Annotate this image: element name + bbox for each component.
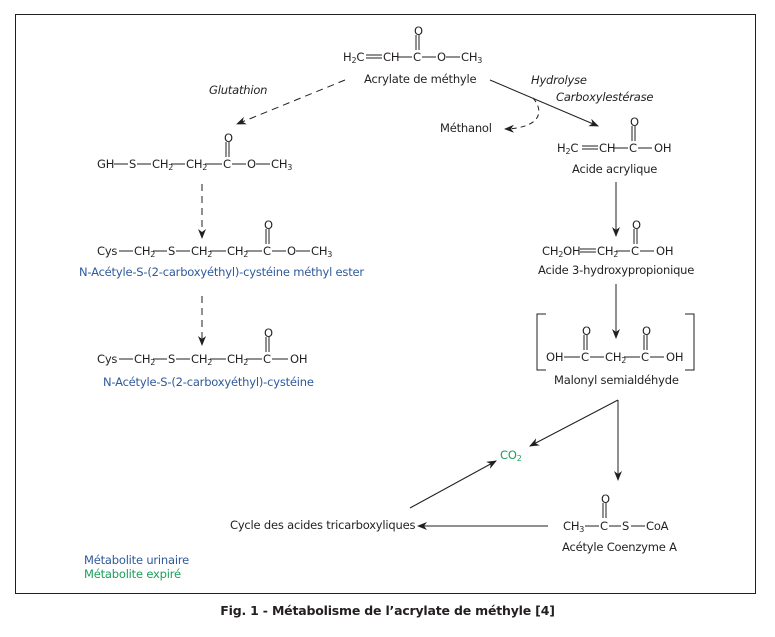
legend-urinary: Métabolite urinaire <box>84 553 190 567</box>
arrow-methanol <box>504 97 540 133</box>
arrow-glutathion <box>236 79 346 125</box>
malonyl-label: Malonyl semialdéhyde <box>554 373 679 387</box>
malonyl-carbonyl-o-2: O <box>642 324 651 338</box>
hydroxy-label: Acide 3-hydroxypropionique <box>538 263 695 277</box>
acrylic-ch: CH <box>599 141 616 155</box>
acrylic-label: Acide acrylique <box>572 162 658 176</box>
gsh-adduct-ch3: CH3 <box>271 157 293 172</box>
nac-s: S <box>168 352 176 366</box>
nac-ester-o: O <box>287 244 296 258</box>
acrylic-carbonyl-o: O <box>630 115 639 129</box>
malonyl-carbonyl-o-1: O <box>582 324 591 338</box>
methyl-acrylate-label: Acrylate de méthyle <box>364 72 477 86</box>
figure-frame <box>15 14 756 594</box>
nac-ch2c: CH2 <box>227 352 249 367</box>
arrow-hydrolysis <box>489 79 599 127</box>
gsh-adduct-ch2b: CH2 <box>186 157 208 172</box>
methyl-acrylate-ch3: CH3 <box>461 50 483 65</box>
hydroxy-c: C <box>631 244 639 258</box>
nac-ester-ch2b: CH2 <box>191 244 213 259</box>
gsh-adduct-s: S <box>129 157 137 171</box>
malonyl-ch2: CH2 <box>605 350 627 365</box>
arrow-tca-to-co2 <box>409 460 497 509</box>
acetylcoa-s: S <box>622 519 630 533</box>
methyl-acrylate-ch: CH <box>383 50 400 64</box>
acetylcoa-label: Acétyle Coenzyme A <box>562 540 677 554</box>
gsh-adduct-carbonyl-o: O <box>224 131 233 145</box>
malonyl-c-1: C <box>581 350 589 364</box>
hydroxy-ch2: CH2 <box>597 244 619 259</box>
nac-ester-c: C <box>263 244 271 258</box>
bonds <box>114 35 695 527</box>
nac-ester-cys: Cys <box>97 244 118 258</box>
nac-ester-ch3: CH3 <box>311 244 333 259</box>
gsh-adduct-c: C <box>223 157 231 171</box>
nac-ch2a: CH2 <box>134 352 156 367</box>
acrylic-h2c: H2C <box>557 141 579 156</box>
gsh-adduct-ch2a: CH2 <box>152 157 174 172</box>
acetylcoa-c: C <box>600 519 608 533</box>
methyl-acrylate-carbonyl-o: O <box>414 24 423 38</box>
nac-ester-carbonyl-o: O <box>264 218 273 232</box>
nac-ester-ch2a: CH2 <box>134 244 156 259</box>
tca-label: Cycle des acides tricarboxyliques <box>230 518 416 532</box>
hydrolyse-label: Hydrolyse <box>531 73 587 87</box>
gsh-adduct-gh: GH <box>97 157 115 171</box>
methyl-acrylate-h2c: H2C <box>343 50 365 65</box>
hydroxy-ch2oh: CH2OH <box>542 244 581 259</box>
methanol-label: Méthanol <box>440 121 492 135</box>
hydroxy-oh: OH <box>656 244 674 258</box>
co2-label: CO2 <box>500 448 522 463</box>
nac-ch2b: CH2 <box>191 352 213 367</box>
acetylcoa-ch3: CH3 <box>563 519 585 534</box>
hydroxy-carbonyl-o: O <box>632 218 641 232</box>
acetylcoa-coa: CoA <box>646 519 669 533</box>
nac-oh: OH <box>290 352 308 366</box>
carboxylesterase-label: Carboxylestérase <box>556 90 654 104</box>
acetylcoa-carbonyl-o: O <box>601 492 610 506</box>
nac-label: N-Acétyle-S-(2-carboxyéthyl)-cystéine <box>103 375 314 389</box>
gsh-adduct-o: O <box>247 157 256 171</box>
methyl-acrylate-c: C <box>413 50 421 64</box>
nac-carbonyl-o: O <box>264 326 273 340</box>
methyl-acrylate-o: O <box>437 50 446 64</box>
glutathion-label: Glutathion <box>209 83 268 97</box>
arrow-malonyl-to-co2 <box>529 399 619 447</box>
nac-ester-label: N-Acétyle-S-(2-carboxyéthyl)-cystéine mé… <box>79 265 364 279</box>
nac-ester-ch2c: CH2 <box>227 244 249 259</box>
nac-c: C <box>263 352 271 366</box>
figure-caption: Fig. 1 - Métabolisme de l’acrylate de mé… <box>220 603 555 618</box>
nac-ester-s: S <box>168 244 176 258</box>
nac-cys: Cys <box>97 352 118 366</box>
malonyl-oh-1: OH <box>546 350 564 364</box>
legend-exhaled: Métabolite expiré <box>84 567 181 581</box>
malonyl-c-2: C <box>641 350 649 364</box>
acrylic-oh: OH <box>654 141 672 155</box>
acrylic-c: C <box>629 141 637 155</box>
malonyl-oh-2: OH <box>666 350 684 364</box>
